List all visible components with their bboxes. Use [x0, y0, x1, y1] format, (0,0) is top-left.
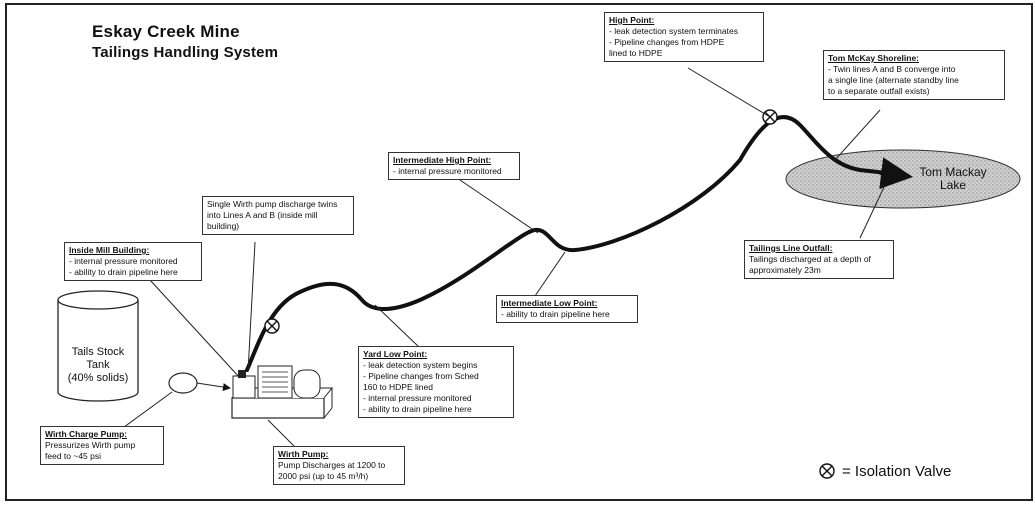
callout-outfall: Tailings Line Outfall: Tailings discharg… — [744, 240, 894, 279]
callout-wirth-twin: Single Wirth pump discharge twins into L… — [202, 196, 354, 235]
wirth-pump-symbol — [231, 365, 334, 419]
lake-label: Tom Mackay Lake — [919, 165, 987, 192]
callout-leaders — [119, 67, 886, 453]
charge-pump-symbol — [168, 372, 231, 394]
callout-intermediate-high: Intermediate High Point: - internal pres… — [388, 152, 520, 180]
callout-shoreline: Tom McKay Shoreline: - Twin lines A and … — [823, 50, 1005, 100]
isolation-valve-icon — [264, 318, 280, 334]
tails-stock-tank — [57, 290, 139, 402]
callout-charge-pump: Wirth Charge Pump: Pressurizes Wirth pum… — [40, 426, 164, 465]
isolation-valve-icon — [819, 463, 835, 479]
diagram-title: Eskay Creek Mine — [92, 22, 240, 41]
legend: = Isolation Valve — [818, 462, 951, 480]
callout-inside-mill: Inside Mill Building: - internal pressur… — [64, 242, 202, 281]
callout-yard-low: Yard Low Point: - leak detection system … — [358, 346, 514, 418]
outfall-arrow — [879, 157, 913, 190]
callout-intermediate-low: Intermediate Low Point: - ability to dra… — [496, 295, 638, 323]
diagram-subtitle: Tailings Handling System — [92, 44, 279, 61]
tailings-pipeline — [245, 115, 907, 372]
legend-label: = Isolation Valve — [842, 462, 952, 480]
callout-high-point: High Point: - leak detection system term… — [604, 12, 764, 62]
tank-label: Tails Stock Tank (40% solids) — [67, 346, 129, 384]
callout-wirth-pump: Wirth Pump: Pump Discharges at 1200 to 2… — [273, 446, 405, 485]
